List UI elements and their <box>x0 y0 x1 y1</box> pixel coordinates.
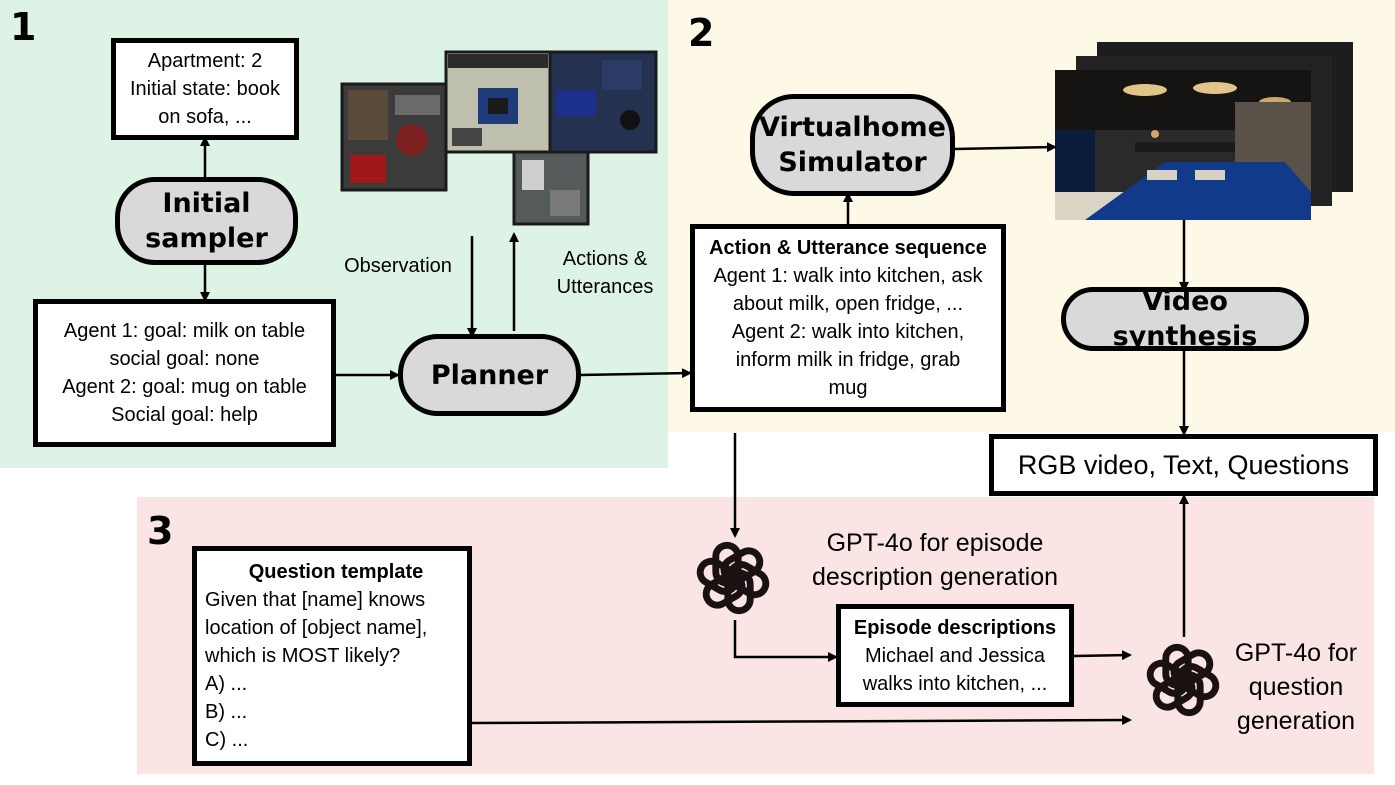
question-template-line-3: which is MOST likely? <box>205 645 401 667</box>
gpt-episode-line-1: GPT-4o for episode <box>826 529 1044 557</box>
gpt-episode-line-2: description generation <box>812 563 1058 591</box>
gpt-question-line-1: GPT-4o for <box>1234 639 1358 667</box>
agent-goals-line-4: Social goal: help <box>111 404 258 426</box>
initial-state-line-3: on sofa, ... <box>158 106 252 128</box>
video-synthesis-node: Video synthesis <box>1061 286 1309 352</box>
virtualhome-line-1: Virtualhome <box>759 112 946 143</box>
initial-sampler-line-1: Initial <box>162 188 251 219</box>
actions-label-line-2: Utterances <box>556 276 654 298</box>
stage-1-number: 1 <box>10 5 37 49</box>
episode-descriptions-title: Episode descriptions <box>853 616 1057 639</box>
observation-label: Observation <box>344 255 452 277</box>
episode-descriptions-line-1: Michael and Jessica <box>864 644 1046 667</box>
openai-logo-icon <box>696 541 770 615</box>
output-box: RGB video, Text, Questions <box>989 434 1378 496</box>
episode-descriptions-line-2: walks into kitchen, ... <box>862 672 1048 695</box>
gpt-question-line-2: question <box>1248 673 1344 701</box>
question-template-line-2: location of [object name], <box>205 617 428 639</box>
action-sequence-line-4: inform milk in fridge, grab <box>735 349 961 371</box>
question-template-title: Question template <box>248 561 424 583</box>
floorplan-image <box>340 50 658 226</box>
output-label: RGB video, Text, Questions <box>1017 450 1350 480</box>
agent-goals-line-3: Agent 2: goal: mug on table <box>62 376 307 398</box>
video-synthesis-label: Video synthesis <box>1112 286 1258 352</box>
actions-label-line-1: Actions & <box>562 248 648 270</box>
question-template-box: Question template Given that [name] know… <box>192 546 472 766</box>
planner-label: Planner <box>430 359 549 391</box>
gpt-episode-label: GPT-4o for episode description generatio… <box>795 526 1075 594</box>
planner-node: Planner <box>398 334 581 416</box>
virtualhome-line-2: Simulator <box>778 147 927 178</box>
rendered-scene-image <box>1055 42 1353 220</box>
question-template-line-5: B) ... <box>205 701 248 723</box>
initial-sampler-node: Initial sampler <box>115 177 298 265</box>
initial-state-line-2: Initial state: book <box>129 78 281 100</box>
openai-logo-icon <box>1146 643 1220 717</box>
action-sequence-line-3: Agent 2: walk into kitchen, <box>731 321 965 343</box>
initial-state-line-1: Apartment: 2 <box>147 50 263 72</box>
action-sequence-line-5: mug <box>828 377 868 399</box>
initial-state-box: Apartment: 2 Initial state: book on sofa… <box>111 38 299 140</box>
agent-goals-line-1: Agent 1: goal: milk on table <box>63 320 306 342</box>
actions-utterances-label: Actions & Utterances <box>540 245 670 301</box>
stage-3-number: 3 <box>147 509 174 553</box>
question-template-line-4: A) ... <box>205 673 248 695</box>
agent-goals-box: Agent 1: goal: milk on table social goal… <box>33 299 336 447</box>
action-sequence-line-1: Agent 1: walk into kitchen, ask <box>713 265 983 287</box>
gpt-question-line-3: generation <box>1236 707 1356 735</box>
action-sequence-box: Action & Utterance sequence Agent 1: wal… <box>690 224 1006 412</box>
stage-2-number: 2 <box>688 11 715 55</box>
action-sequence-title: Action & Utterance sequence <box>709 237 987 259</box>
initial-sampler-line-2: sampler <box>145 223 268 254</box>
question-template-line-6: C) ... <box>205 729 249 751</box>
episode-descriptions-box: Episode descriptions Michael and Jessica… <box>836 604 1074 707</box>
action-sequence-line-2: about milk, open fridge, ... <box>732 293 964 315</box>
agent-goals-line-2: social goal: none <box>109 348 260 370</box>
virtualhome-simulator-node: Virtualhome Simulator <box>750 94 955 196</box>
gpt-question-label: GPT-4o for question generation <box>1226 636 1366 738</box>
question-template-line-1: Given that [name] knows <box>205 589 426 611</box>
